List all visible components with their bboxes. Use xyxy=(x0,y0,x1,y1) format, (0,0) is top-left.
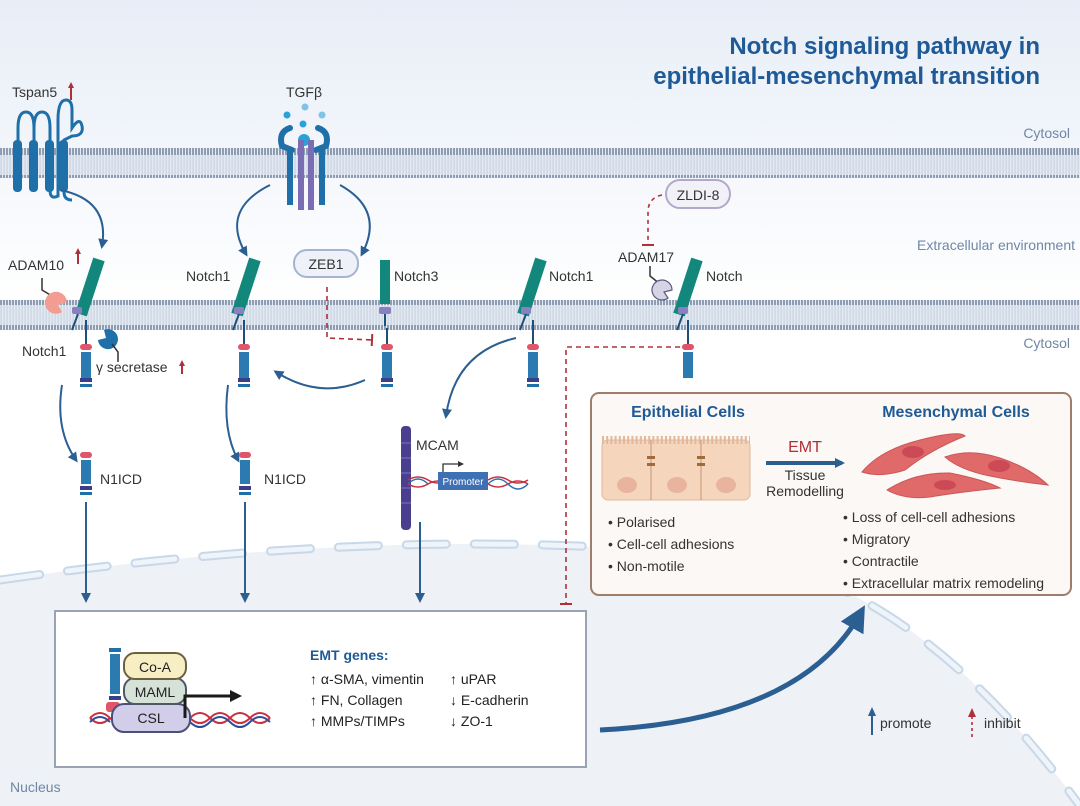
legend: promote inhibit xyxy=(868,707,1021,737)
tissue-label: Tissue xyxy=(785,467,826,483)
figure-title-line1: Notch signaling pathway in xyxy=(729,33,1040,60)
n1icd-label-b: N1ICD xyxy=(264,471,306,487)
transcription-complex-icon xyxy=(89,648,271,733)
mesenchymal-trait: • Migratory xyxy=(843,531,910,547)
legend-promote: promote xyxy=(880,715,932,731)
gene-item: ↓ E-cadherin xyxy=(450,692,529,708)
promoter-label: Promoter xyxy=(442,477,484,488)
mesenchymal-cells-icon xyxy=(861,433,1050,499)
figure-title-line2: epithelial-mesenchymal transition xyxy=(653,63,1040,90)
zldi8-label: ZLDI-8 xyxy=(677,187,720,203)
region-label-extracellular: Extracellular environment xyxy=(917,237,1075,253)
mesenchymal-trait: • Loss of cell-cell adhesions xyxy=(843,509,1015,525)
zldi8-node xyxy=(665,179,731,209)
notch1-receptor-a xyxy=(71,257,105,387)
region-label-cytosol-mid: Cytosol xyxy=(1023,335,1070,351)
legend-inhibit: inhibit xyxy=(984,715,1021,731)
emt-genes-title: EMT genes: xyxy=(310,647,389,663)
mcam-icon xyxy=(401,426,411,530)
region-label-nucleus: Nucleus xyxy=(10,779,61,795)
mesenchymal-trait: • Extracellular matrix remodeling xyxy=(843,575,1044,591)
cell-membrane-top xyxy=(0,148,1080,178)
gene-item: ↓ ZO-1 xyxy=(450,713,493,729)
zeb1-label: ZEB1 xyxy=(308,256,343,272)
mesenchymal-cells-title: Mesenchymal Cells xyxy=(882,404,1030,421)
co-a-label: Co-A xyxy=(139,659,172,675)
n1icd-b-icon xyxy=(239,452,251,495)
tgfb-label: TGFβ xyxy=(286,84,322,100)
csl-label: CSL xyxy=(137,710,164,726)
notch1-receptor-c xyxy=(517,257,547,387)
notch3-label: Notch3 xyxy=(394,268,439,284)
inhibit-notch-nucleus xyxy=(560,346,680,605)
tgfb-receptor-icon xyxy=(278,103,330,210)
epithelial-cells-icon xyxy=(601,436,751,501)
cytosol-region-top xyxy=(0,0,1080,148)
inhibit-zeb1-notch3 xyxy=(326,287,374,347)
arrow-notch3-to-notch1 xyxy=(273,370,366,390)
notch1-label-b: Notch1 xyxy=(186,268,231,284)
epithelial-cells-title: Epithelial Cells xyxy=(631,404,745,421)
tspan5-receptor-icon xyxy=(13,98,84,202)
tspan5-label: Tspan5 xyxy=(12,84,57,100)
epithelial-trait: • Cell-cell adhesions xyxy=(608,536,734,552)
maml-label: MAML xyxy=(135,684,176,700)
arrow-tgfb-to-notch1 xyxy=(236,184,271,257)
remodelling-label: Remodelling xyxy=(766,483,844,499)
gene-item: ↑ uPAR xyxy=(450,671,496,687)
epithelial-trait: • Polarised xyxy=(608,514,675,530)
arrow-tspan5-to-notch1 xyxy=(59,189,109,249)
emt-label: EMT xyxy=(788,439,822,456)
gene-item: ↑ α-SMA, vimentin xyxy=(310,671,424,687)
gene-item: ↑ MMPs/TIMPs xyxy=(310,713,405,729)
promoter-box xyxy=(438,472,488,490)
notch-label: Notch xyxy=(706,268,743,284)
epithelial-trait: • Non-motile xyxy=(608,558,685,574)
notch1-receptor-b xyxy=(231,257,261,387)
arrow-notch1-to-mcam xyxy=(442,337,517,419)
notch-receptor-d xyxy=(673,257,703,378)
n1icd-label-a: N1ICD xyxy=(100,471,142,487)
dna-icon xyxy=(407,476,529,488)
arrow-notch1-to-n1icd-b xyxy=(225,384,240,463)
mesenchymal-trait: • Contractile xyxy=(843,553,919,569)
adam17-label: ADAM17 xyxy=(618,249,674,265)
inhibit-zldi8-adam17 xyxy=(642,194,663,246)
notch1-label-c: Notch1 xyxy=(549,268,594,284)
adam17-enzyme-icon xyxy=(651,279,673,301)
notch3-receptor xyxy=(379,260,393,387)
arrow-tgfb-to-zeb1 xyxy=(339,184,371,257)
adam10-enzyme-icon xyxy=(45,291,67,314)
adam10-label: ADAM10 xyxy=(8,257,64,273)
arrow-notch1-to-n1icd-a xyxy=(59,384,78,463)
zeb1-node xyxy=(293,249,359,278)
n1icd-a-icon xyxy=(80,452,92,495)
gene-item: ↑ FN, Collagen xyxy=(310,692,403,708)
region-label-cytosol-top: Cytosol xyxy=(1023,125,1070,141)
cell-membrane-middle xyxy=(0,300,1080,330)
notch1-low-label: Notch1 xyxy=(22,343,67,359)
arrow-nucleus-to-emt xyxy=(599,605,865,733)
mcam-label: MCAM xyxy=(416,437,459,453)
gamma-secretase-label: γ secretase xyxy=(96,359,168,375)
